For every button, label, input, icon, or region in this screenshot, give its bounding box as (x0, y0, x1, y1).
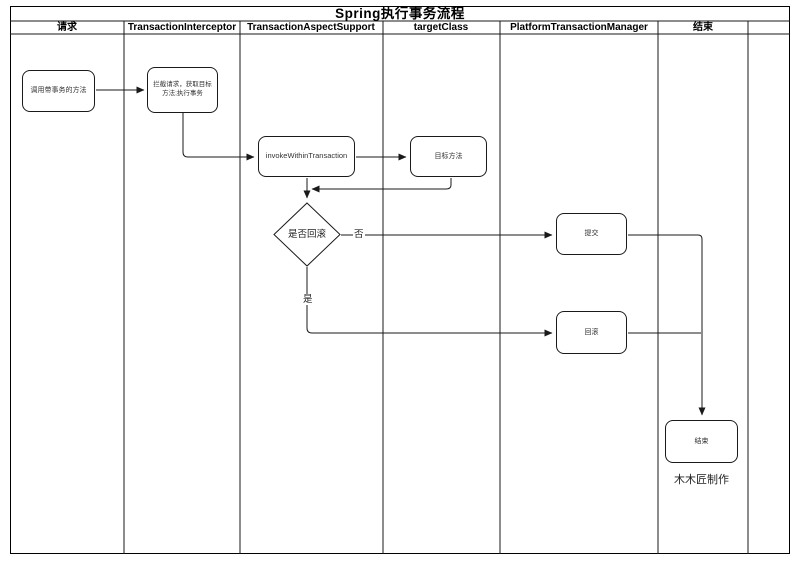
node-call-transactional-method: 调用带事务的方法 (22, 70, 95, 112)
node-commit-label: 提交 (584, 230, 599, 238)
decision-diamond-shape (273, 202, 341, 267)
diagram-frame (10, 6, 790, 554)
lane-header-end: 结束 (693, 22, 713, 33)
diagram-title: Spring执行事务流程 (335, 6, 465, 21)
node-end: 结束 (665, 420, 738, 463)
edge-intercept-to-invoke (182, 113, 255, 161)
edge-commit-to-end (628, 234, 706, 416)
node-call-transactional-method-label: 调用带事务的方法 (30, 87, 87, 95)
lane-header-platform-transaction-manager: PlatformTransactionManager (510, 22, 648, 33)
branch-label-yes: 是 (302, 294, 314, 305)
decision-rollback-label: 是否回滚 (287, 229, 326, 240)
lane-header-transaction-interceptor: TransactionInterceptor (127, 22, 237, 33)
node-rollback: 回滚 (556, 311, 627, 354)
credit-text: 木木匠制作 (674, 474, 729, 486)
node-target-method-label: 目标方法 (434, 152, 463, 160)
edge-target-return (311, 178, 452, 193)
node-end-label: 结束 (694, 437, 709, 445)
node-rollback-label: 回滚 (584, 328, 599, 336)
edges (96, 86, 706, 416)
lane-header-target-class: targetClass (413, 22, 469, 33)
node-intercept-request: 拦截请求，获取目标方法;执行事务 (147, 67, 218, 113)
lane-header-request: 请求 (57, 22, 77, 33)
node-invoke-within-transaction: invokeWithinTransaction (258, 136, 355, 177)
swimlane-grid (10, 20, 790, 554)
node-commit: 提交 (556, 213, 627, 255)
node-invoke-within-transaction-label: invokeWithinTransaction (265, 151, 348, 161)
node-target-method: 目标方法 (410, 136, 487, 177)
node-intercept-request-label: 拦截请求，获取目标方法;执行事务 (153, 81, 212, 97)
edge-decision-yes-to-rollback (306, 267, 553, 337)
branch-label-no: 否 (353, 229, 365, 240)
lane-header-transaction-aspect-support: TransactionAspectSupport (247, 22, 375, 33)
